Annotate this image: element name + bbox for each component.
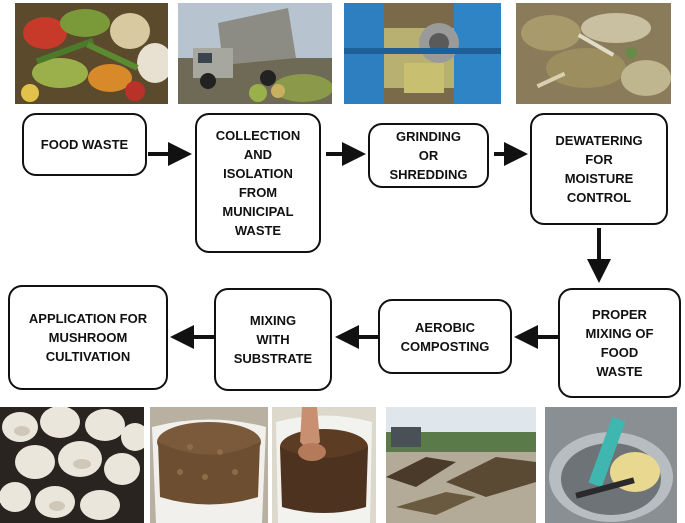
hand-mixing-substrate-photo	[272, 407, 376, 523]
step-dewatering: DEWATERING FOR MOISTURE CONTROL	[530, 113, 668, 225]
step-collection-isolation: COLLECTION AND ISOLATION FROM MUNICIPAL …	[195, 113, 321, 253]
step-aerobic-composting: AEROBIC COMPOSTING	[378, 299, 512, 374]
step-proper-label: PROPER MIXING OF FOOD WASTE	[586, 305, 654, 381]
step-grinding-label: GRINDING OR SHREDDING	[389, 127, 467, 184]
vegetable-scraps-photo	[15, 3, 168, 104]
step-application-mushroom: APPLICATION FOR MUSHROOM CULTIVATION	[8, 285, 168, 390]
step-aerobic-label: AEROBIC COMPOSTING	[401, 318, 490, 356]
step-food-waste: FOOD WASTE	[22, 113, 147, 176]
compost-windrows-photo	[386, 407, 536, 523]
step-mixing-substrate: MIXING WITH SUBSTRATE	[214, 288, 332, 391]
step-collection-label: COLLECTION AND ISOLATION FROM MUNICIPAL …	[216, 126, 301, 240]
shredded-waste-photo	[516, 3, 671, 104]
mushrooms-photo	[0, 407, 144, 523]
step-food-waste-label: FOOD WASTE	[41, 135, 128, 154]
step-dewatering-label: DEWATERING FOR MOISTURE CONTROL	[555, 131, 642, 207]
step-application-label: APPLICATION FOR MUSHROOM CULTIVATION	[29, 309, 147, 366]
substrate-bag-photo	[150, 407, 268, 523]
dump-truck-photo	[178, 3, 332, 104]
mixing-machine-photo	[545, 407, 677, 523]
shredder-machine-photo	[344, 3, 501, 104]
step-proper-mixing: PROPER MIXING OF FOOD WASTE	[558, 288, 681, 398]
step-mixing-label: MIXING WITH SUBSTRATE	[234, 311, 312, 368]
step-grinding-shredding: GRINDING OR SHREDDING	[368, 123, 489, 188]
